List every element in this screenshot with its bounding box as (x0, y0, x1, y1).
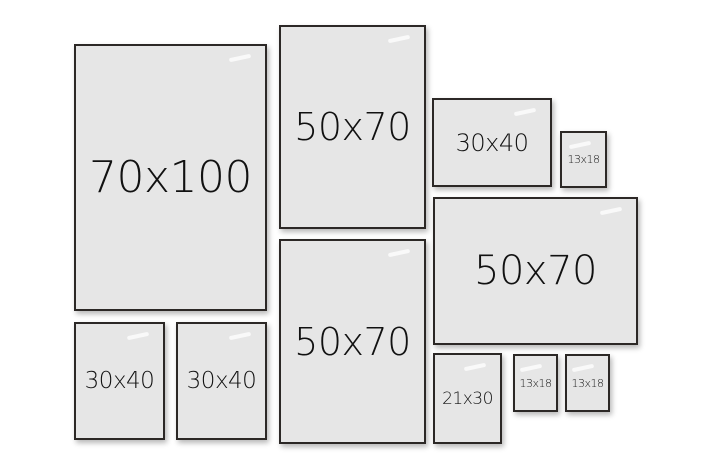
picture-frame-70x100: 70x100 (74, 44, 267, 311)
frame-size-label: 50x70 (294, 105, 411, 149)
frame-size-label: 50x70 (294, 319, 411, 364)
picture-frame-50x70-landscape: 50x70 (433, 197, 638, 345)
picture-frame-13x18-bottom-right: 13x18 (565, 354, 610, 412)
frame-size-label: 21x30 (442, 388, 493, 409)
frame-size-label: 30x40 (84, 368, 155, 394)
picture-frame-30x40-left: 30x40 (74, 322, 165, 440)
frame-size-label: 50x70 (474, 248, 597, 294)
frame-size-label: 30x40 (455, 128, 529, 157)
frame-size-label: 30x40 (186, 368, 257, 394)
picture-frame-21x30: 21x30 (433, 353, 502, 444)
picture-frame-50x70-bottom: 50x70 (279, 239, 426, 444)
picture-frame-30x40-landscape: 30x40 (432, 98, 552, 187)
frame-size-label: 13x18 (567, 153, 600, 166)
picture-frame-13x18-top: 13x18 (560, 131, 607, 188)
frame-size-label: 13x18 (519, 376, 552, 390)
picture-frame-30x40-right: 30x40 (176, 322, 267, 440)
picture-frame-50x70-top: 50x70 (279, 25, 426, 229)
picture-frame-13x18-bottom-left: 13x18 (513, 354, 558, 412)
frame-size-label: 13x18 (571, 376, 604, 390)
frame-size-label: 70x100 (88, 152, 253, 203)
